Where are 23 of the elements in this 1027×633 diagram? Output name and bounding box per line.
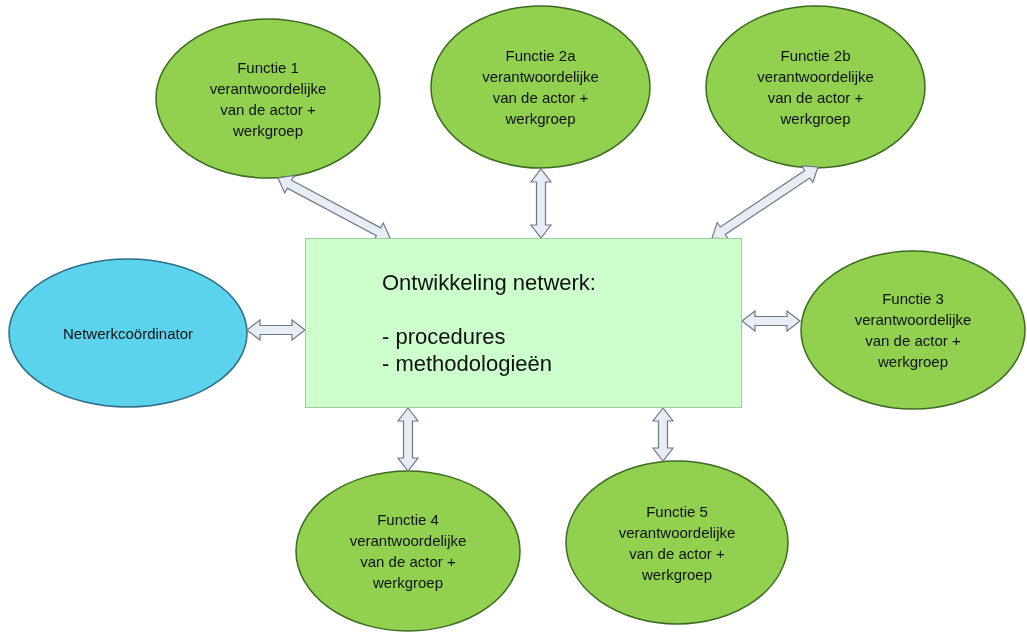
node-description: verantwoordelijke van de actor + werkgroep [208, 78, 328, 141]
node-title: Functie 2b [780, 46, 851, 66]
double-arrow [246, 318, 306, 342]
list-item: - methodologieën [382, 350, 553, 377]
node-description: verantwoordelijke van de actor + werkgroep [756, 67, 875, 129]
node-label: Netwerkcoördinator [62, 323, 194, 344]
node-description: verantwoordelijke van de actor + werkgroep [481, 67, 600, 129]
node-title: Functie 4 [377, 510, 439, 530]
node-title: Functie 5 [646, 501, 708, 522]
box-heading: Ontwikkeling netwerk: [382, 269, 597, 296]
node-description: verantwoordelijke van de actor + werkgroep [348, 531, 468, 593]
double-arrow [651, 407, 675, 462]
process-box [305, 238, 742, 408]
list-item: - procedures [382, 323, 507, 350]
node-description: verantwoordelijke van de actor + werkgroep [617, 522, 737, 585]
double-arrow [711, 165, 819, 240]
node-title: Functie 3 [882, 289, 944, 309]
node-description: verantwoordelijke van de actor + werkgroep [853, 310, 973, 372]
double-arrow [741, 309, 801, 333]
double-arrow [529, 168, 553, 239]
node-title: Functie 1 [237, 57, 299, 78]
node-title: Functie 2a [505, 46, 576, 66]
double-arrow [396, 407, 420, 472]
